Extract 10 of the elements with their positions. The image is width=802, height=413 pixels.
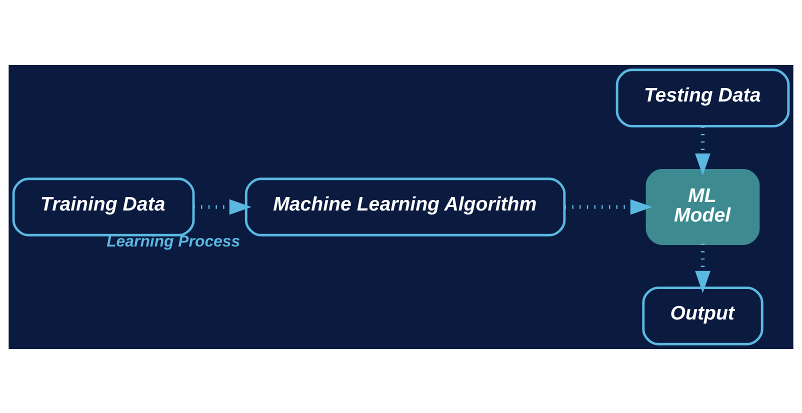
arrow: [194, 198, 252, 214]
node-box: Testing Data: [616, 68, 790, 127]
arrow: [564, 198, 652, 214]
node-box: Machine Learning Algorithm: [244, 177, 566, 236]
arrow: [695, 243, 710, 292]
arrow: [695, 126, 710, 176]
node-box: Output: [642, 286, 764, 345]
node-box: ML Model: [646, 168, 760, 244]
node-box: Training Data: [12, 177, 195, 236]
node-label: Learning Process: [106, 233, 240, 250]
